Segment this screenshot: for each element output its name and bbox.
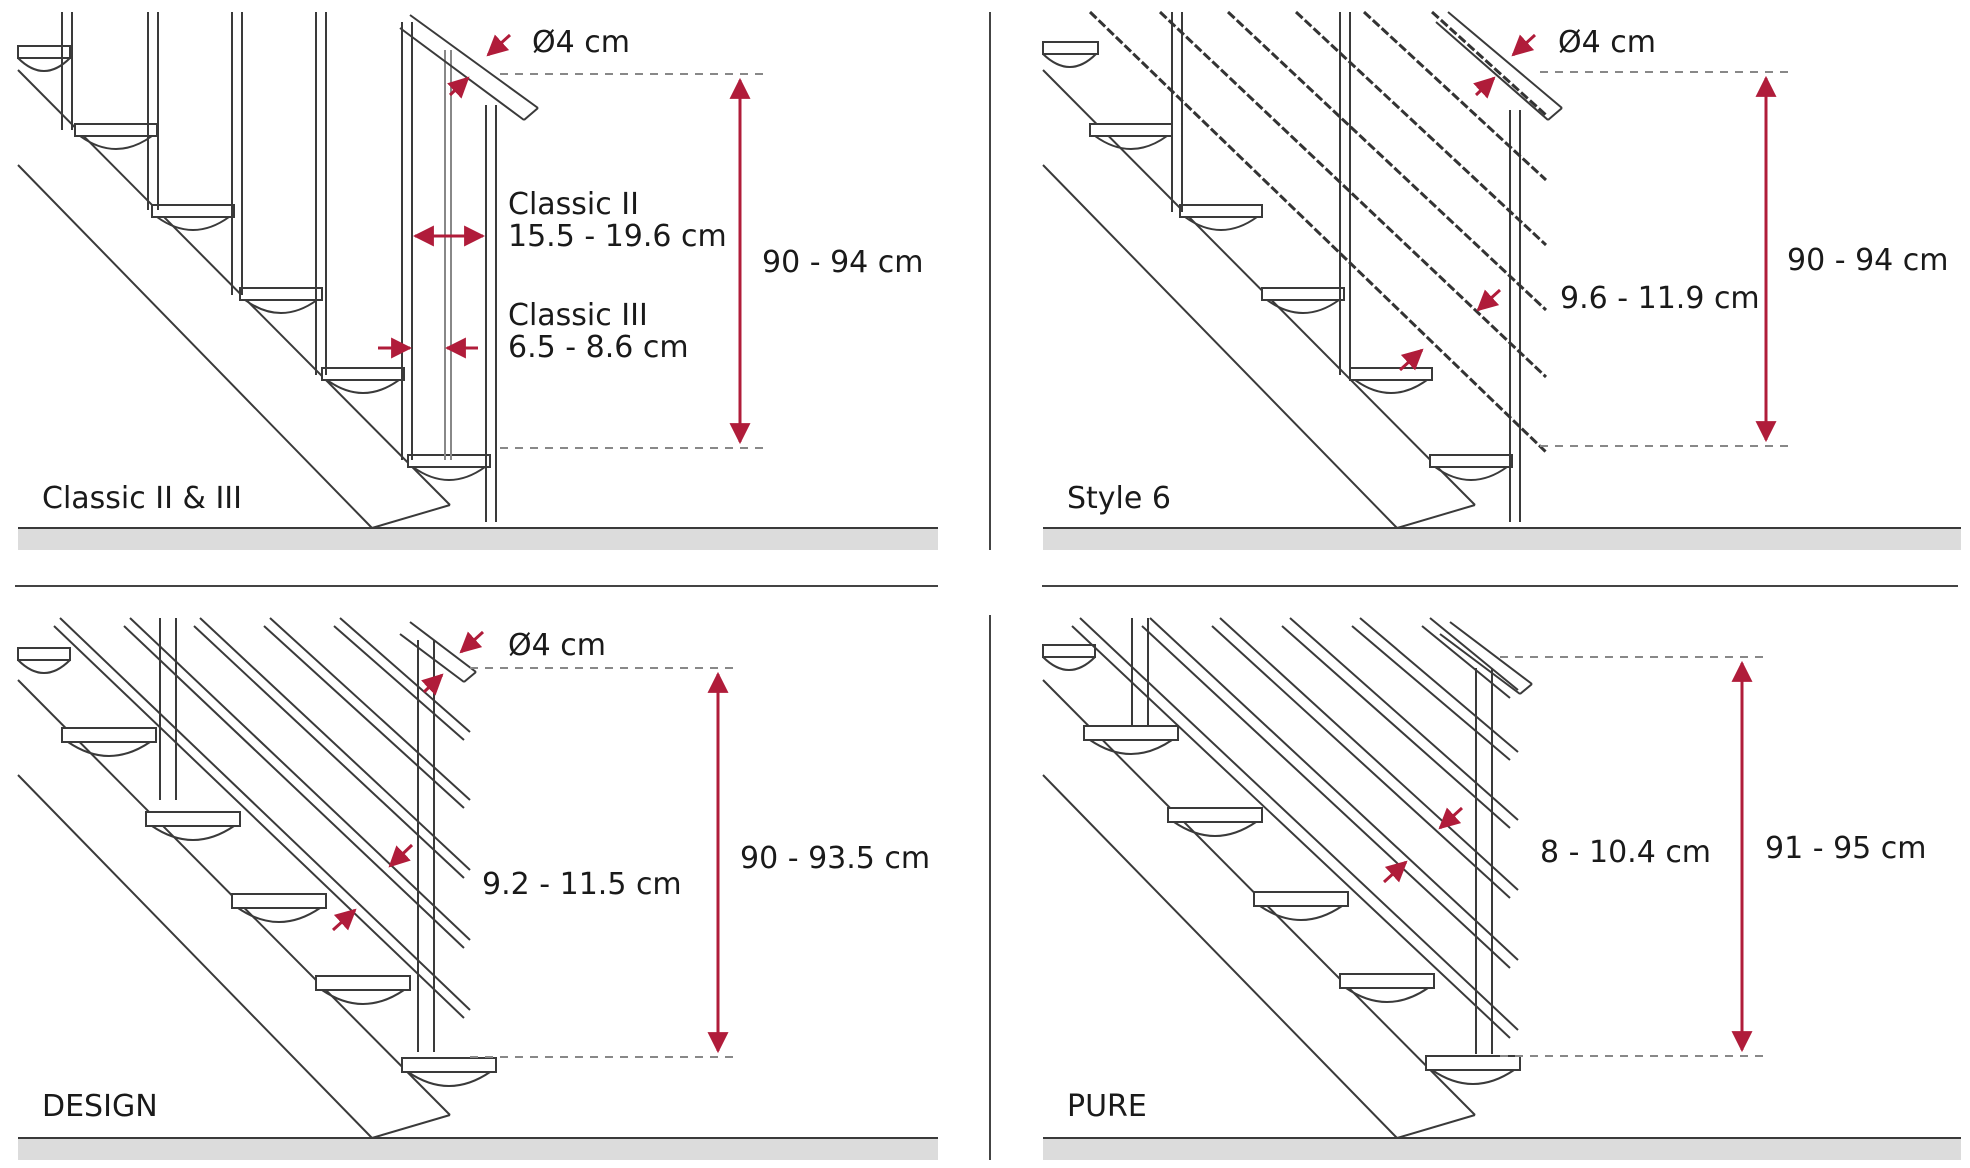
treads bbox=[17, 45, 491, 481]
floor bbox=[1043, 1138, 1961, 1160]
balusters bbox=[61, 12, 497, 522]
spacing-arrow bbox=[1438, 806, 1464, 830]
panel-title: Classic II & III bbox=[42, 481, 242, 516]
panel-classic: Ø4 cm 90 - 94 cm Classic II 15.5 - 19.6 … bbox=[17, 12, 938, 550]
rails bbox=[1071, 617, 1519, 1039]
posts bbox=[1171, 12, 1521, 522]
spacing-arrow bbox=[388, 843, 414, 868]
diameter-label: Ø4 cm bbox=[508, 628, 606, 663]
floor bbox=[18, 528, 938, 550]
handrail bbox=[1435, 11, 1563, 121]
height-label: 91 - 95 cm bbox=[1765, 831, 1927, 866]
treads bbox=[17, 647, 497, 1087]
handrail bbox=[1439, 621, 1533, 695]
spacing-label: 9.2 - 11.5 cm bbox=[482, 867, 682, 902]
diameter-arrow bbox=[447, 76, 470, 99]
spacing-b-name: Classic III bbox=[508, 298, 648, 333]
diameter-arrow bbox=[486, 33, 512, 57]
spacing-arrow bbox=[1476, 288, 1502, 312]
height-label: 90 - 93.5 cm bbox=[740, 841, 930, 876]
height-label: 90 - 94 cm bbox=[1787, 243, 1949, 278]
treads bbox=[1042, 644, 1521, 1085]
treads bbox=[1042, 41, 1513, 481]
cables bbox=[1088, 10, 1548, 454]
spacing-b-value: 6.5 - 8.6 cm bbox=[508, 330, 689, 365]
handrail bbox=[399, 621, 477, 683]
handrail bbox=[399, 14, 539, 121]
panel-title: PURE bbox=[1067, 1089, 1147, 1124]
spacing-label: 9.6 - 11.9 cm bbox=[1560, 281, 1760, 316]
diameter-arrow bbox=[1473, 76, 1496, 99]
floor bbox=[18, 1138, 938, 1160]
diameter-arrow bbox=[1511, 33, 1537, 57]
floor bbox=[1043, 528, 1961, 550]
spacing-label: 8 - 10.4 cm bbox=[1540, 835, 1711, 870]
stringer bbox=[1042, 69, 1476, 529]
spacing-a-value: 15.5 - 19.6 cm bbox=[508, 219, 727, 254]
diameter-arrow bbox=[421, 673, 444, 696]
spacing-arrow bbox=[1398, 348, 1424, 372]
diameter-label: Ø4 cm bbox=[1558, 25, 1656, 60]
spacing-arrow bbox=[331, 908, 357, 932]
posts bbox=[159, 618, 435, 1052]
panel-title: Style 6 bbox=[1067, 481, 1171, 516]
diameter-label: Ø4 cm bbox=[532, 25, 630, 60]
height-label: 90 - 94 cm bbox=[762, 245, 924, 280]
spacing-arrow bbox=[1382, 860, 1408, 884]
panel-design: Ø4 cm 90 - 93.5 cm 9.2 - 11.5 cm DESIGN bbox=[17, 617, 938, 1160]
panel-style6: Ø4 cm 90 - 94 cm 9.6 - 11.9 cm Style 6 bbox=[1042, 10, 1961, 550]
panel-title: DESIGN bbox=[42, 1089, 158, 1124]
diameter-arrow bbox=[459, 630, 485, 654]
spacing-a-name: Classic II bbox=[508, 187, 639, 222]
rails bbox=[53, 617, 471, 1019]
panel-pure: 91 - 95 cm 8 - 10.4 cm PURE bbox=[1042, 617, 1961, 1160]
